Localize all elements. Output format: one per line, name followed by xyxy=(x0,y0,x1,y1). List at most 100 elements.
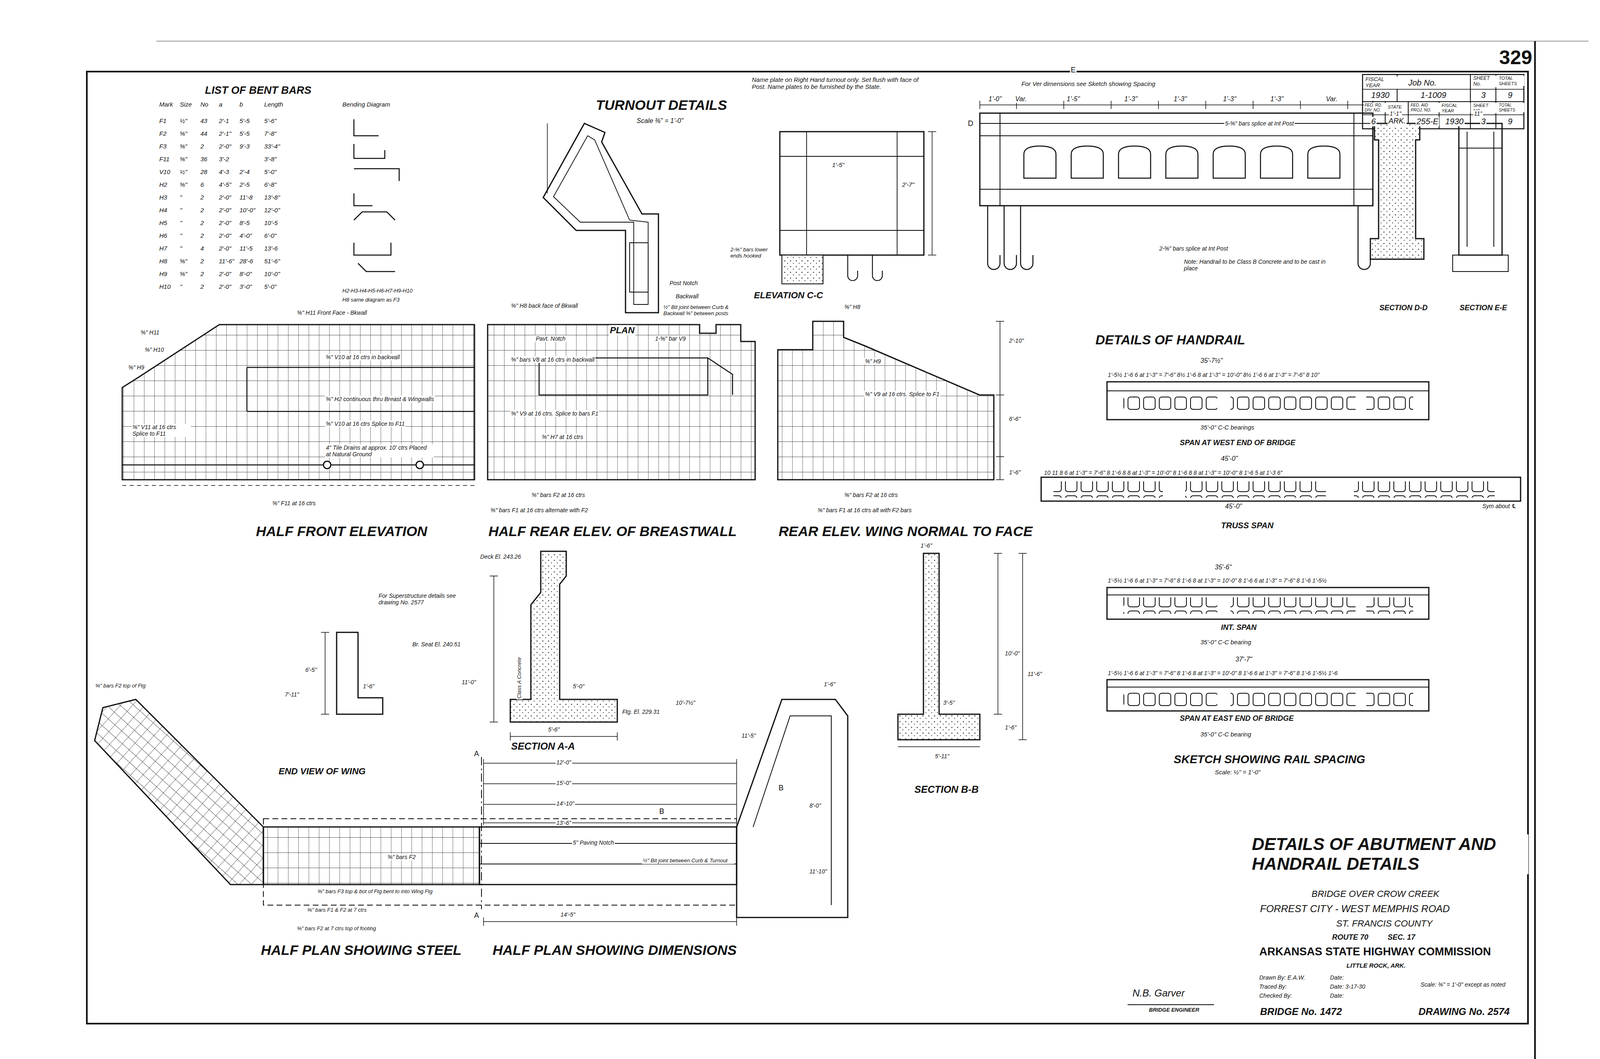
drawing-label: H10 xyxy=(158,283,172,291)
drawing-label: 6'-6" xyxy=(1008,415,1022,423)
drawing-label: 13'-6 xyxy=(263,244,279,252)
drawing-label: 1'-1" xyxy=(1388,110,1403,117)
drawing-label: 45'-0" xyxy=(1220,455,1239,463)
drawing-label: ⅝" xyxy=(179,257,189,265)
drawing-label: ⅝" bars V8 at 16 ctrs in backwall xyxy=(510,356,596,363)
drawing-label: Sym about ℄ xyxy=(1481,502,1518,510)
drawing-label: 51'-6" xyxy=(263,257,281,265)
drawing-label: 6'-0" xyxy=(263,232,278,240)
drawing-label: H8 same diagram as F3 xyxy=(341,297,401,304)
drawing-label: ⅝" V9 at 16 ctrs. Splice to F1 xyxy=(864,390,941,398)
drawing-label: 1'-5½ 1'-6 6 at 1'-3" = 7'-6" 8½ 1'-6 8 … xyxy=(1106,371,1321,379)
drawing-label: 9 xyxy=(1506,90,1514,100)
drawing-label: 2 xyxy=(199,219,205,227)
drawing-label: 28 xyxy=(199,168,209,176)
drawing-label: Size xyxy=(179,100,193,108)
drawing-label: BRIDGE No. 1472 xyxy=(1259,1006,1343,1018)
drawing-label: Scale ⅜" = 1'-0" xyxy=(635,117,685,125)
drawing-label: Class A Concrete xyxy=(516,656,523,700)
drawing-label: ⅝" V10 at 16 ctrs in backwall xyxy=(325,353,401,361)
drawing-label: 4'-0" xyxy=(238,232,253,240)
drawing-label: SEC. 17 xyxy=(1386,933,1417,942)
drawing-label: ⅝" H10 xyxy=(144,346,165,354)
drawing-label: 329 xyxy=(1498,46,1533,69)
drawing-label: LITTLE ROCK, ARK. xyxy=(1345,962,1407,970)
drawing-label: Date: 3-17-30 xyxy=(1329,983,1367,991)
drawing-label: " xyxy=(179,206,183,214)
drawing-label: SPAN AT WEST END OF BRIDGE xyxy=(1179,438,1297,448)
drawing-label: PLAN xyxy=(609,325,636,336)
drawing-label: 12'-0" xyxy=(263,206,281,214)
drawing-label: HALF PLAN SHOWING STEEL xyxy=(260,942,463,959)
drawing-label: 14'-10" xyxy=(555,800,575,807)
drawing-label: 2 xyxy=(199,283,205,291)
drawing-label: HALF FRONT ELEVATION xyxy=(255,523,428,540)
drawing-label: 2'-1" xyxy=(218,130,233,138)
drawing-label: A xyxy=(473,749,480,759)
drawing-label: 6 xyxy=(1370,116,1377,127)
drawing-label: ⅝" F11 at 16 ctrs xyxy=(271,500,317,507)
drawing-label: ST. FRANCIS COUNTY xyxy=(1335,918,1434,929)
drawing-label: ⅝" bars F2 at 7 ctrs top of footing xyxy=(296,925,377,933)
drawing-label: 10'-0" xyxy=(238,206,256,214)
drawing-label: REAR ELEV. WING NORMAL TO FACE xyxy=(777,523,1034,540)
drawing-label: F11 xyxy=(158,155,171,163)
drawing-label: ⅝" V9 at 16 ctrs. Splice to bars F1 xyxy=(510,410,600,417)
drawing-label: B xyxy=(658,807,666,817)
drawing-label: V10 xyxy=(158,168,172,176)
drawing-label: 1'-5½ 1'-6 6 at 1'-3" = 7'-6" 8 1'-6 8 a… xyxy=(1106,669,1339,677)
drawing-label: 35'-7½" xyxy=(1199,357,1224,365)
drawing-label: 10'-5 xyxy=(263,219,279,227)
drawing-label: 3 xyxy=(1480,116,1487,127)
drawing-label: 1-1009 xyxy=(1419,90,1447,100)
drawing-label: Job No. xyxy=(1407,78,1438,88)
drawing-label: ⅝" bars F1 & F2 at 7 ctrs xyxy=(306,907,368,914)
drawing-label: ⅝" xyxy=(179,181,189,189)
drawing-label: " xyxy=(179,244,183,252)
drawing-label: 11" xyxy=(1473,110,1484,117)
drawing-label: Post Notch xyxy=(668,279,699,287)
drawing-label: 6 xyxy=(199,181,205,189)
drawing-label: FED. AID PROJ. NO. xyxy=(1409,102,1440,113)
drawing-label: SPAN AT EAST END OF BRIDGE xyxy=(1179,714,1295,724)
drawing-label: 2'-7" xyxy=(901,181,916,189)
drawing-label: H7 xyxy=(158,244,168,252)
drawing-label: HALF PLAN SHOWING DIMENSIONS xyxy=(491,942,738,959)
drawing-label: Scale: ⅜" = 1'-0" except as noted xyxy=(1419,981,1512,989)
drawing-label: 2'-5 xyxy=(238,181,251,189)
drawing-label: 11'-10" xyxy=(808,868,828,875)
drawing-label: Checked By: xyxy=(1258,992,1293,1000)
drawing-label: 13'-6" xyxy=(555,819,573,827)
drawing-label: Name plate on Right Hand turnout only. S… xyxy=(751,76,926,91)
drawing-label: FISCAL YEAR xyxy=(1364,76,1398,89)
drawing-label: ⅝" bars F1 at 16 ctrs alternate with F2 xyxy=(489,506,589,514)
drawing-label: Bending Diagram xyxy=(341,100,391,108)
drawing-label: 2'-4 xyxy=(238,168,251,176)
drawing-label: H2-H3-H4-H5-H6-H7-H9-H10 xyxy=(341,288,414,295)
drawing-label: Scale: ½" = 1'-0" xyxy=(1213,768,1262,776)
drawing-label: Traced By: xyxy=(1258,983,1288,991)
drawing-label: 1'-6" xyxy=(362,683,376,690)
drawing-label: ⅝" bars F2 at 16 ctrs xyxy=(530,491,586,499)
drawing-label: TOTAL SHEETS xyxy=(1497,75,1525,87)
drawing-label: 11'-5" xyxy=(740,732,757,740)
drawing-label: 2 xyxy=(199,232,205,240)
drawing-label: ⅝" bars F2 xyxy=(386,853,417,861)
drawing-label: INT. SPAN xyxy=(1220,623,1258,633)
drawing-label: BRIDGE OVER CROW CREEK xyxy=(1310,888,1440,900)
drawing-label: B xyxy=(777,783,785,793)
drawing-label: No xyxy=(199,100,210,108)
drawing-label: ⅝" V10 at 16 ctrs Splice to F11 xyxy=(325,420,406,428)
drawing-label: 6'-8" xyxy=(263,181,278,189)
drawing-label: Var. xyxy=(1014,95,1028,103)
drawing-label: 7'-8" xyxy=(263,130,278,138)
drawing-label: 255-E xyxy=(1415,116,1440,127)
drawing-label: TRUSS SPAN xyxy=(1220,520,1275,531)
drawing-label: 12'-0" xyxy=(555,759,573,766)
drawing-label: 44 xyxy=(199,130,209,138)
drawing-label: 5'-0" xyxy=(572,683,586,690)
drawing-label: FED. RD. DIV. NO. xyxy=(1363,102,1387,113)
drawing-label: 10'-0" xyxy=(263,270,281,278)
drawing-label: 37'-7" xyxy=(1234,655,1254,664)
